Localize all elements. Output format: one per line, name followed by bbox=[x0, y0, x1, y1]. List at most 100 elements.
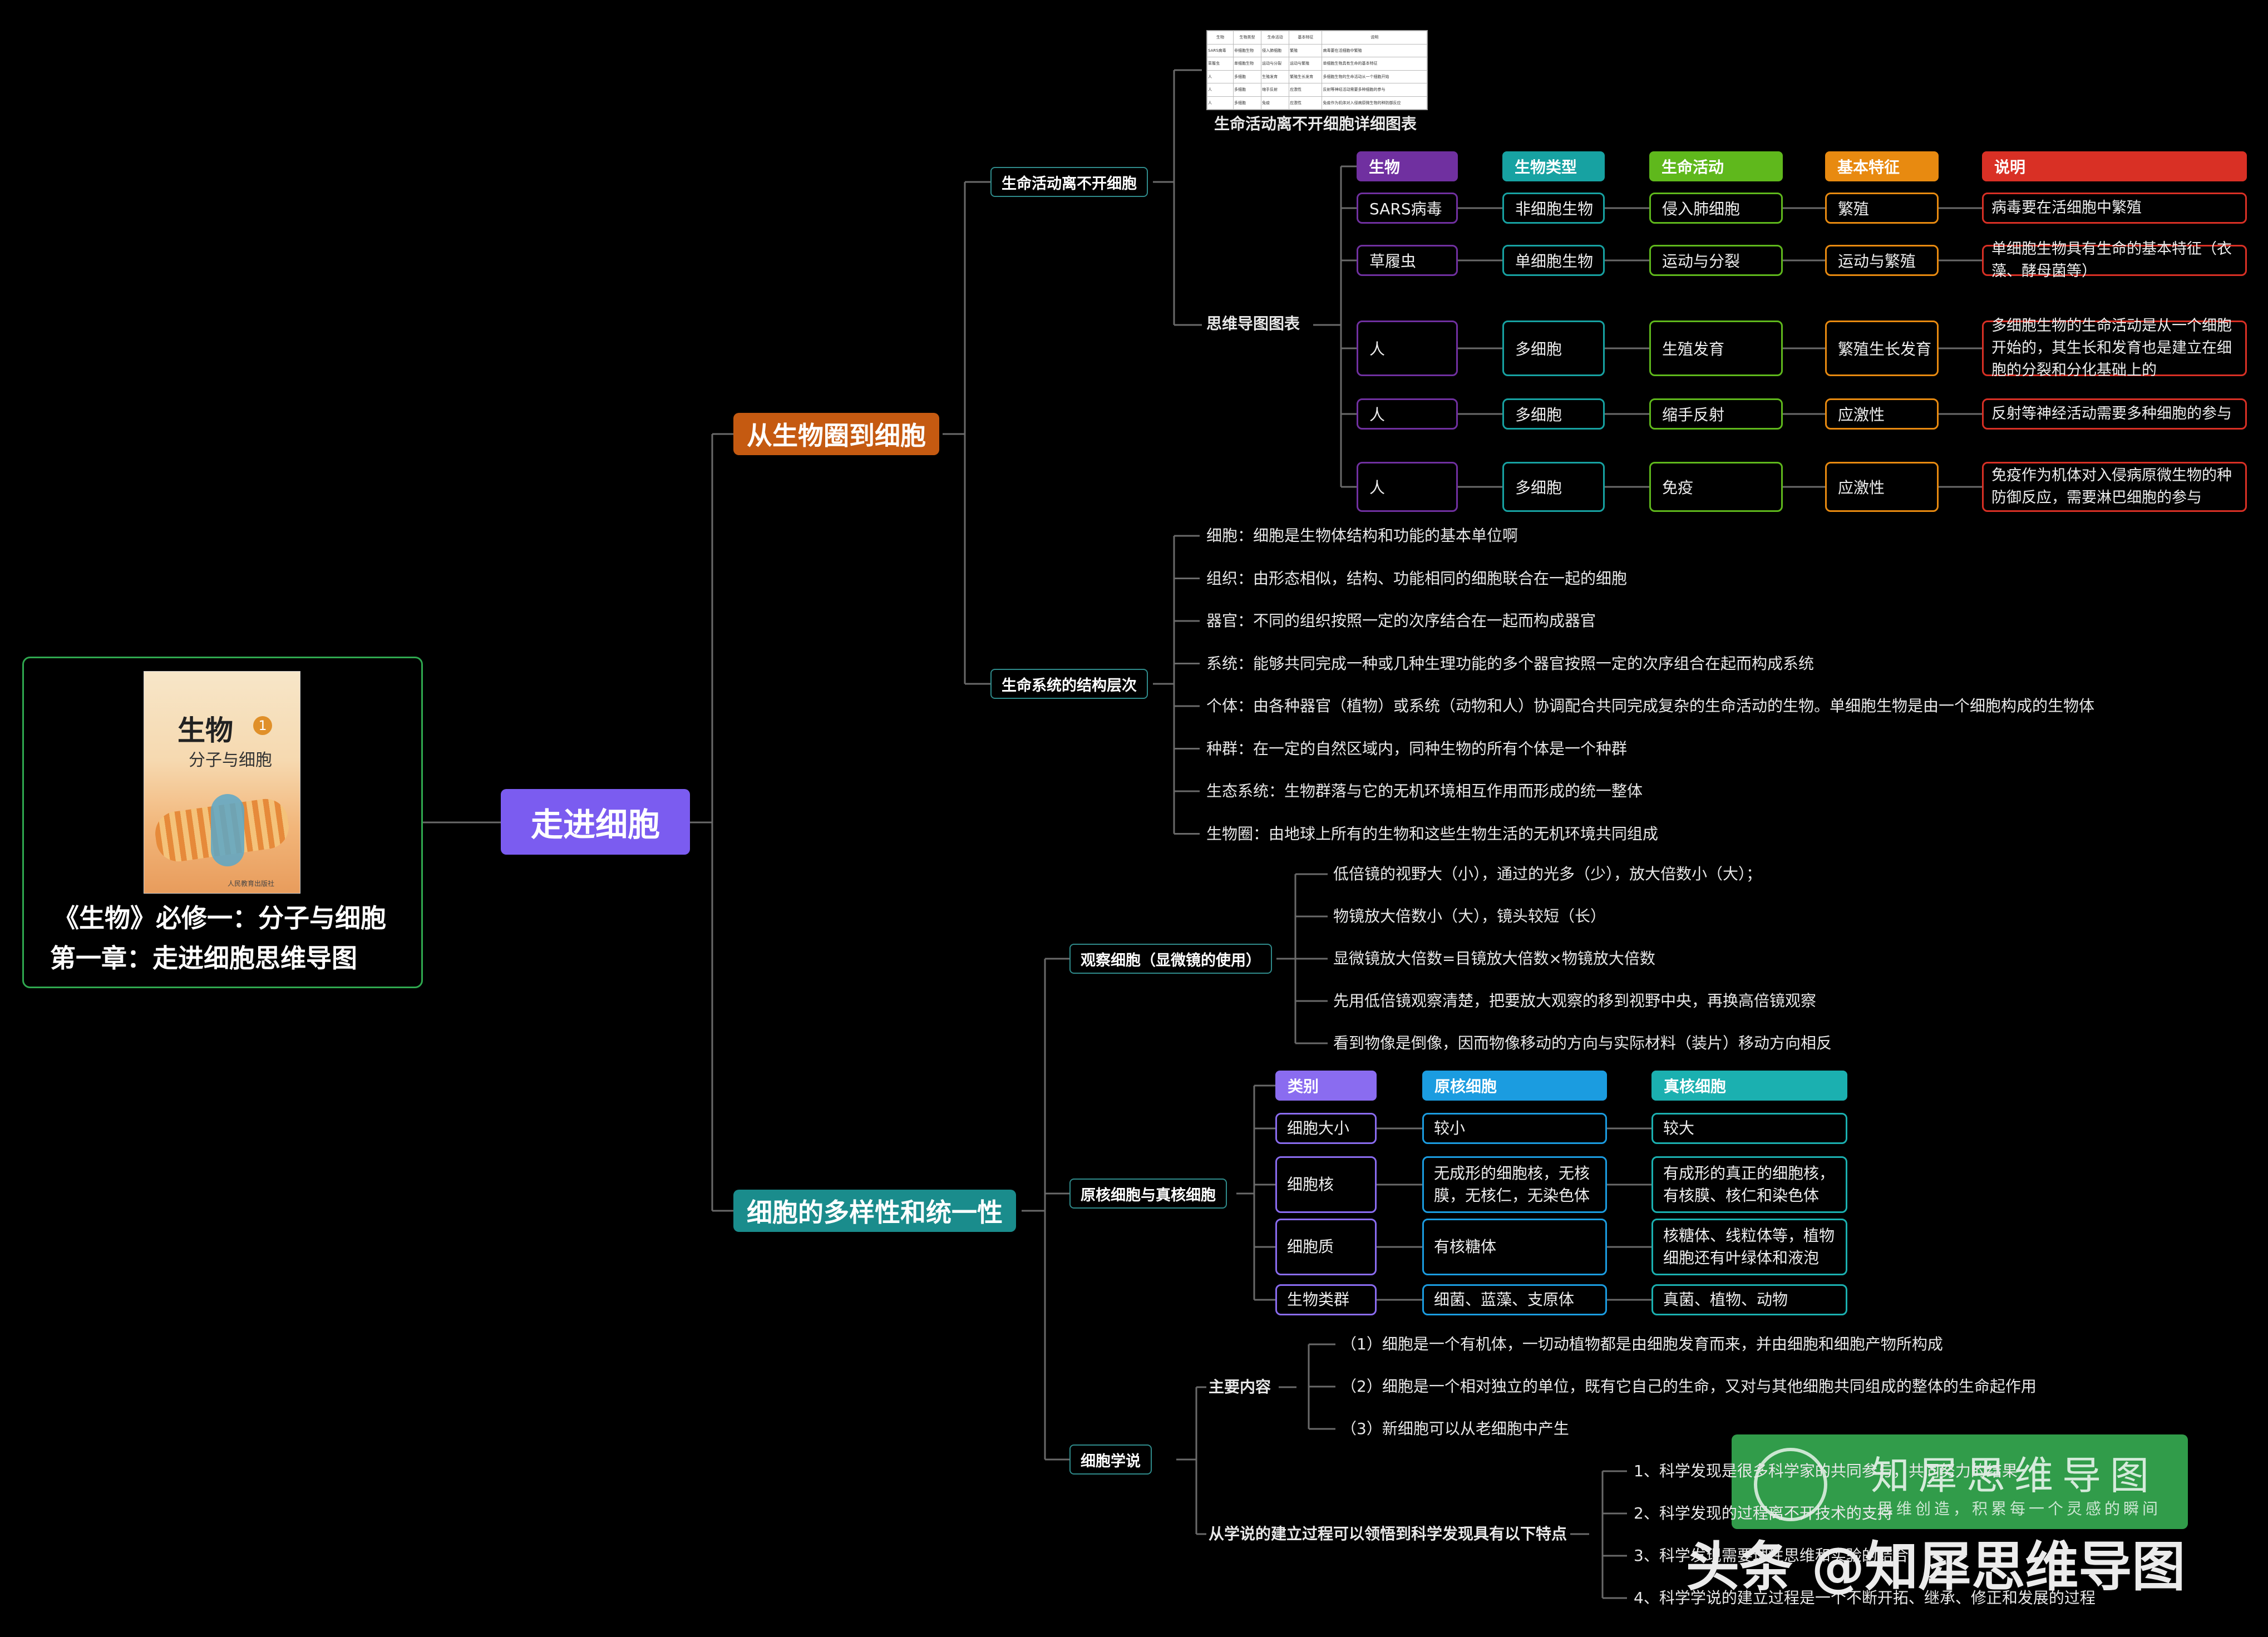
cell-theory-insight-item: 1、科学发现是很多科学家的共同参与，共同努力的结果 bbox=[1634, 1462, 2018, 1480]
mini-table-cell: 生物类型 bbox=[1233, 31, 1262, 45]
microscope-item: 物镜放大倍数小（大），镜头较短（长） bbox=[1333, 907, 1606, 925]
pro-eu-cell: 核糖体、线粒体等，植物细胞还有叶绿体和液泡 bbox=[1651, 1219, 1847, 1275]
mini-table-cell: 生物 bbox=[1206, 31, 1234, 45]
mini-table-row: 草履虫单细胞生物运动与分裂运动与繁殖单细胞生物具有生命的基本特征 bbox=[1206, 57, 1427, 71]
brand-watermark-panel: 知犀思维导图 思维创造，积累每一个灵感的瞬间 bbox=[1732, 1434, 2188, 1529]
life-table-cell: 免疫作为机体对入侵病原微生物的种防御反应，需要淋巴细胞的参与 bbox=[1982, 462, 2247, 512]
cell-theory-main-label: 主要内容 bbox=[1209, 1378, 1271, 1396]
book-caption-line2: 第一章：走进细胞思维导图 bbox=[50, 943, 357, 973]
mini-table-cell: 病毒要在活细胞中繁殖 bbox=[1322, 43, 1427, 57]
life-level-item: 系统：能够共同完成一种或几种生理功能的多个器官按照一定的次序组合在起而构成系统 bbox=[1206, 654, 1815, 673]
brand-logo-icon bbox=[1754, 1448, 1827, 1521]
pro-eu-header-2: 真核细胞 bbox=[1651, 1071, 1847, 1101]
topic-cell-theory[interactable]: 细胞学说 bbox=[1069, 1444, 1152, 1475]
root-topic[interactable]: 走进细胞 bbox=[501, 789, 690, 855]
mini-table-row: 人多细胞免疫应激性免疫作为机体对入侵病原微生物的种防御反应 bbox=[1206, 96, 1427, 110]
cell-theory-insight-item: 2、科学发现的过程离不开技术的支持 bbox=[1634, 1504, 1893, 1522]
mini-table-cell: 生殖发育 bbox=[1261, 70, 1290, 83]
life-table-cell: 反射等神经活动需要多种细胞的参与 bbox=[1982, 398, 2247, 430]
cell-theory-main-item: （1）细胞是一个有机体，一切动植物都是由细胞发育而来，并由细胞和细胞产物所构成 bbox=[1341, 1335, 1943, 1353]
mini-table-cell: 单细胞生物具有生命的基本特征 bbox=[1322, 57, 1427, 71]
life-table-cell: 应激性 bbox=[1825, 398, 1939, 430]
life-table-cell: 运动与分裂 bbox=[1649, 245, 1783, 276]
mini-table-row: 生物生物类型生命活动基本特征说明 bbox=[1206, 31, 1427, 45]
life-table-header-1: 生物类型 bbox=[1502, 151, 1605, 181]
life-table-cell: 人 bbox=[1357, 462, 1458, 512]
protein-illustration bbox=[211, 794, 244, 866]
mini-table-cell: 人 bbox=[1206, 96, 1234, 110]
mini-table-cell: 多细胞 bbox=[1233, 70, 1262, 83]
pro-eu-cell: 生物类群 bbox=[1275, 1284, 1377, 1315]
book-cover-subtitle: 分子与细胞 bbox=[189, 751, 272, 770]
book-cover-publisher: 人民教育出版社 bbox=[228, 880, 275, 887]
mini-table-cell: 繁殖 bbox=[1289, 43, 1323, 57]
cell-theory-insight-item: 3、科学发现需要理性思维和实验的结合 bbox=[1634, 1546, 1909, 1565]
life-level-item: 生物圈：由地球上所有的生物和这些生物生活的无机环境共同组成 bbox=[1206, 824, 1659, 843]
book-cover-image: 生物 1 分子与细胞 人民教育出版社 bbox=[144, 671, 300, 894]
life-table-cell: 人 bbox=[1357, 398, 1458, 430]
cell-theory-main-item: （3）新细胞可以从老细胞中产生 bbox=[1341, 1419, 1569, 1438]
life-table-cell: 非细胞生物 bbox=[1502, 193, 1605, 224]
microscope-item: 看到物像是倒像，因而物像移动的方向与实际材料（装片）移动方向相反 bbox=[1333, 1034, 1832, 1052]
mini-table-cell: 多细胞 bbox=[1233, 96, 1262, 110]
mini-table-cell: 运动与分裂 bbox=[1261, 57, 1290, 71]
mini-table-cell: 多细胞生物的生命活动从一个细胞开始 bbox=[1322, 70, 1427, 83]
life-table-header-3: 基本特征 bbox=[1825, 151, 1939, 181]
life-level-item: 生态系统：生物群落与它的无机环境相互作用而形成的统一整体 bbox=[1206, 782, 1643, 800]
topic-diversity-unity[interactable]: 细胞的多样性和统一性 bbox=[733, 1190, 1016, 1232]
mini-table-cell: 运动与繁殖 bbox=[1289, 57, 1323, 71]
cell-theory-insight-label: 从学说的建立过程可以领悟到科学发现具有以下特点 bbox=[1209, 1525, 1567, 1543]
life-table-cell: 多细胞 bbox=[1502, 321, 1605, 376]
mini-table-cell: 人 bbox=[1206, 83, 1234, 97]
life-table-header-0: 生物 bbox=[1357, 151, 1458, 181]
mini-table-cell: SARS病毒 bbox=[1206, 43, 1234, 57]
pro-eu-cell: 细胞大小 bbox=[1275, 1113, 1377, 1144]
brand-slogan: 思维创造，积累每一个灵感的瞬间 bbox=[1877, 1500, 2162, 1518]
mini-table-row: 人多细胞缩手反射应激性反射等神经活动需要多种细胞的参与 bbox=[1206, 83, 1427, 97]
life-level-item: 细胞：细胞是生物体结构和功能的基本单位啊 bbox=[1206, 526, 1518, 545]
topic-life-system-levels[interactable]: 生命系统的结构层次 bbox=[990, 669, 1148, 699]
mini-table-cell: 免疫作为机体对入侵病原微生物的种防御反应 bbox=[1322, 96, 1427, 110]
mini-table-cell: 缩手反射 bbox=[1261, 83, 1290, 97]
book-cover-volume: 1 bbox=[253, 716, 272, 735]
pro-eu-cell: 有成形的真正的细胞核，有核膜、核仁和染色体 bbox=[1651, 1156, 1847, 1213]
life-level-item: 器官：不同的组织按照一定的次序结合在一起而构成器官 bbox=[1206, 612, 1596, 630]
microscope-item: 低倍镜的视野大（小），通过的光多（少），放大倍数小（大）； bbox=[1333, 865, 1762, 883]
mini-table-cell: 非细胞生物 bbox=[1233, 43, 1262, 57]
mini-table-cell: 免疫 bbox=[1261, 96, 1290, 110]
pro-eu-header-0: 类别 bbox=[1275, 1071, 1377, 1101]
pro-eu-cell: 细胞核 bbox=[1275, 1156, 1377, 1213]
life-table-cell: 侵入肺细胞 bbox=[1649, 193, 1783, 224]
life-level-item: 个体：由各种器官（植物）或系统（动物和人）协调配合共同完成复杂的生命活动的生物。… bbox=[1206, 697, 2095, 715]
life-table-cell: 单细胞生物具有生命的基本特征（衣藻、酵母菌等） bbox=[1982, 240, 2247, 280]
life-table-cell: 运动与繁殖 bbox=[1825, 245, 1939, 276]
mini-table-cell: 单细胞生物 bbox=[1233, 57, 1262, 71]
pro-eu-cell: 有核糖体 bbox=[1422, 1219, 1607, 1275]
pro-eu-cell: 无成形的细胞核，无核膜，无核仁，无染色体 bbox=[1422, 1156, 1607, 1213]
mini-table-cell: 反射等神经活动需要多种细胞的参与 bbox=[1322, 83, 1427, 97]
topic-life-needs-cells[interactable]: 生命活动离不开细胞 bbox=[990, 167, 1148, 197]
mindmap-table-label: 思维导图图表 bbox=[1206, 314, 1300, 333]
life-table-cell: 缩手反射 bbox=[1649, 398, 1783, 430]
watermark-credit: 头条 @知犀思维导图 bbox=[1686, 1536, 2186, 1598]
mini-table-cell: 说明 bbox=[1322, 31, 1427, 45]
life-table-cell: 病毒要在活细胞中繁殖 bbox=[1982, 193, 2247, 224]
cell-theory-insight-item: 4、科学学说的建立过程是一个不断开拓、继承、修正和发展的过程 bbox=[1634, 1589, 2096, 1607]
cell-theory-main-item: （2）细胞是一个相对独立的单位，既有它自己的生命，又对与其他细胞共同组成的整体的… bbox=[1341, 1377, 2037, 1396]
life-table-cell: 繁殖生长发育 bbox=[1825, 321, 1939, 376]
life-table-cell: 繁殖 bbox=[1825, 193, 1939, 224]
pro-eu-cell: 细胞质 bbox=[1275, 1219, 1377, 1275]
topic-microscope[interactable]: 观察细胞（显微镜的使用） bbox=[1069, 944, 1272, 974]
topic-prokaryote-eukaryote[interactable]: 原核细胞与真核细胞 bbox=[1069, 1179, 1227, 1209]
pro-eu-cell: 较大 bbox=[1651, 1113, 1847, 1144]
life-table-cell: 人 bbox=[1357, 321, 1458, 376]
book-frame bbox=[22, 657, 423, 988]
life-table-cell: 多细胞生物的生命活动是从一个细胞开始的，其生长和发育也是建立在细胞的分裂和分化基… bbox=[1982, 317, 2247, 379]
topic-from-biosphere[interactable]: 从生物圈到细胞 bbox=[733, 413, 939, 455]
mini-table-cell: 多细胞 bbox=[1233, 83, 1262, 97]
mini-table-cell: 应激性 bbox=[1289, 83, 1323, 97]
life-table-header-4: 说明 bbox=[1982, 151, 2247, 181]
life-table-cell: 生殖发育 bbox=[1649, 321, 1783, 376]
pro-eu-cell: 细菌、蓝藻、支原体 bbox=[1422, 1284, 1607, 1315]
